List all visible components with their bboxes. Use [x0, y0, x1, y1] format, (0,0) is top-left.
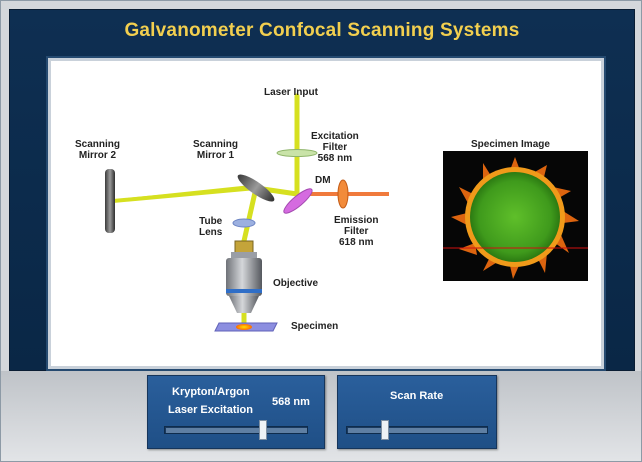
- laser-excitation-value: 568 nm: [272, 396, 310, 408]
- objective-shape: [226, 240, 262, 313]
- dm-label: DM: [315, 175, 331, 186]
- emission-filter-label: Emission Filter 618 nm: [334, 215, 379, 248]
- scan-rate-label: Scan Rate: [390, 390, 444, 402]
- specimen-image-graphic: [443, 151, 588, 281]
- specimen-shape: [214, 322, 278, 332]
- diagram-area: Laser Input Excitation Filter 568 nm Sca…: [48, 58, 604, 369]
- scan-rate-slider-track[interactable]: [346, 420, 488, 440]
- emission-filter-shape: [337, 179, 349, 209]
- scanning-mirror-1-label: Scanning Mirror 1: [193, 139, 239, 161]
- scanning-mirror-2-label: Scanning Mirror 2: [75, 139, 121, 161]
- laser-input-label: Laser Input: [264, 87, 318, 98]
- scan-rate-slider-thumb[interactable]: [381, 420, 389, 440]
- laser-excitation-control: Krypton/Argon Laser Excitation 568 nm: [147, 375, 325, 449]
- dichroic-mirror-shape: [283, 188, 313, 214]
- controls-bar: Krypton/Argon Laser Excitation 568 nm Sc…: [1, 371, 641, 461]
- tube-lens-shape: [232, 218, 256, 228]
- excitation-filter-shape: [276, 149, 318, 157]
- laser-excitation-label-line2: Laser Excitation: [168, 404, 253, 416]
- laser-beam: [111, 93, 300, 329]
- objective-label: Objective: [273, 278, 319, 289]
- scan-rate-control: Scan Rate: [337, 375, 497, 449]
- main-panel: Galvanometer Confocal Scanning Systems: [9, 9, 635, 371]
- laser-excitation-label-line1: Krypton/Argon: [172, 386, 250, 398]
- optical-path-diagram: [105, 93, 389, 332]
- tube-lens-label: Tube Lens: [199, 216, 223, 238]
- page-title: Galvanometer Confocal Scanning Systems: [124, 20, 520, 41]
- scanning-mirror-2-shape: [105, 169, 115, 233]
- specimen-image: [443, 151, 588, 281]
- excitation-filter-label: Excitation Filter 568 nm: [311, 131, 359, 164]
- specimen-image-title: Specimen Image: [471, 139, 550, 150]
- specimen-label: Specimen: [291, 321, 339, 332]
- laser-excitation-slider-track[interactable]: [164, 420, 308, 440]
- scanning-mirror-1-shape: [237, 174, 275, 202]
- laser-excitation-slider-thumb[interactable]: [259, 420, 267, 440]
